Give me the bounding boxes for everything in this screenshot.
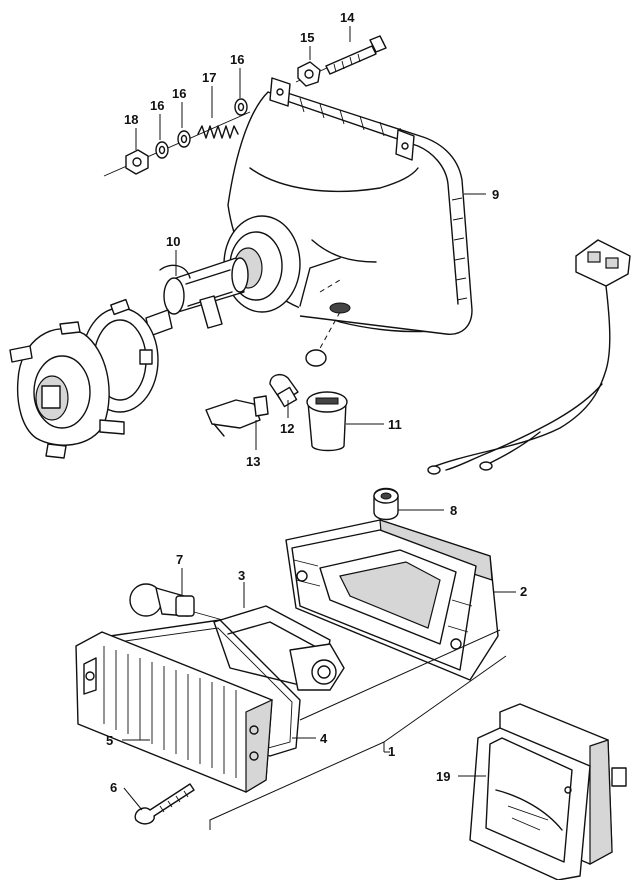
rocker-switch bbox=[469, 703, 627, 880]
callout-4: 4 bbox=[320, 731, 328, 746]
callout-16-right: 16 bbox=[230, 52, 244, 67]
callout-18: 18 bbox=[124, 112, 138, 127]
callout-7: 7 bbox=[176, 552, 183, 567]
callout-12: 12 bbox=[280, 421, 294, 436]
callout-16-left: 16 bbox=[150, 98, 164, 113]
callout-8: 8 bbox=[450, 503, 457, 518]
indicator-lens bbox=[75, 631, 273, 794]
indicator-housing bbox=[285, 519, 499, 681]
grommet bbox=[373, 487, 399, 521]
h4-bulb bbox=[145, 257, 249, 337]
back-cover bbox=[9, 321, 125, 459]
leader-lines bbox=[122, 26, 516, 811]
callout-10: 10 bbox=[166, 234, 180, 249]
callout-2: 2 bbox=[520, 584, 527, 599]
callout-13: 13 bbox=[246, 454, 260, 469]
callout-1: 1 bbox=[388, 744, 395, 759]
lens-screw bbox=[134, 783, 195, 825]
callout-3: 3 bbox=[238, 568, 245, 583]
side-lamp-parts bbox=[205, 311, 348, 452]
callout-19: 19 bbox=[436, 769, 450, 784]
callout-17: 17 bbox=[202, 70, 216, 85]
callout-6: 6 bbox=[110, 780, 117, 795]
fastener-chain bbox=[103, 98, 251, 177]
callout-5: 5 bbox=[106, 733, 113, 748]
callout-15: 15 bbox=[300, 30, 314, 45]
callout-9: 9 bbox=[492, 187, 499, 202]
wire-harness bbox=[427, 239, 631, 475]
callout-14: 14 bbox=[340, 10, 355, 25]
bulb-holder-plate bbox=[213, 605, 345, 691]
callout-16-mid: 16 bbox=[172, 86, 186, 101]
assembly-bracket bbox=[209, 629, 507, 830]
callout-11: 11 bbox=[388, 417, 402, 432]
indicator-bulb bbox=[129, 583, 231, 623]
adjuster-screw bbox=[295, 35, 387, 87]
